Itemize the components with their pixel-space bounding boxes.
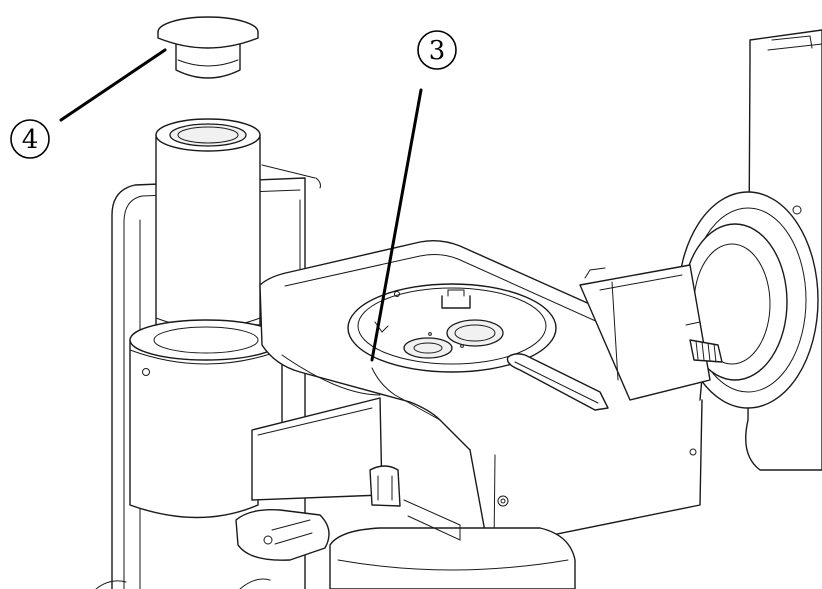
callout-4: 4	[10, 119, 50, 159]
callout-3-ring	[417, 30, 457, 70]
eyepiece-tube	[155, 118, 261, 329]
coupling-tube	[579, 264, 723, 401]
callout-4-ring	[10, 119, 50, 159]
turret-disc	[347, 283, 557, 373]
slider-lever	[506, 353, 609, 411]
callout-3-label: 3	[429, 36, 446, 66]
eyepiece-cap	[157, 16, 259, 79]
lower-assembly	[95, 509, 576, 589]
stage-clip	[369, 465, 461, 541]
leader-line-4	[59, 48, 167, 122]
callout-3: 3	[417, 30, 457, 70]
leader-line-3	[370, 88, 423, 362]
callout-4-label: 4	[22, 125, 39, 155]
